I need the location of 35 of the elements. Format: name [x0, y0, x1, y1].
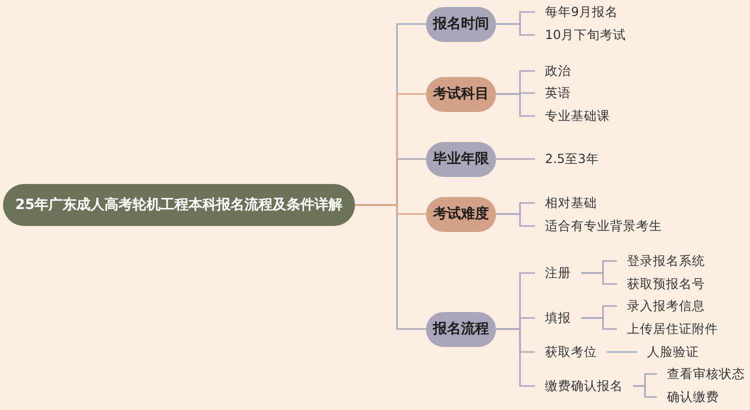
subtopic-text: 注册: [535, 263, 581, 283]
topic-pill: 毕业年限: [426, 142, 496, 176]
subtopic-text: 查看审核状态: [657, 364, 750, 384]
connector-line: [355, 204, 426, 215]
subtopic-text: 英语: [535, 83, 581, 103]
topic-pill: 报名流程: [426, 312, 496, 346]
connector-line: [496, 23, 535, 36]
subtopic-text: 每年9月报名: [535, 2, 628, 22]
subtopic-text: 适合有专业背景考生: [535, 216, 672, 236]
subtopic-text: 获取考位: [535, 342, 607, 362]
subtopic-text: 10月下旬考试: [535, 25, 636, 45]
subtopic-text: 获取预报名号: [617, 274, 715, 294]
connector-line: [496, 158, 535, 160]
subtopic-text: 相对基础: [535, 193, 607, 213]
subtopic-text: 登录报名系统: [617, 251, 715, 271]
subtopic-text: 缴费确认报名: [535, 376, 633, 396]
connector-line: [633, 385, 657, 398]
topic-pill: 考试科目: [426, 76, 496, 112]
connector-line: [496, 213, 535, 227]
topic-pill: 考试难度: [426, 196, 496, 232]
central-topic: 25年广东成人高考轮机工程本科报名流程及条件详解: [3, 184, 355, 226]
subtopic-text: 政治: [535, 61, 581, 81]
connector-line: [496, 328, 535, 387]
connector-line: [496, 93, 535, 117]
connector-line: [581, 317, 617, 330]
subtopic-text: 确认缴费: [657, 387, 729, 407]
subtopic-text: 填报: [535, 308, 581, 328]
connector-line: [581, 272, 617, 285]
subtopic-text: 人脸验证: [637, 342, 709, 362]
connector-line: [607, 351, 637, 353]
subtopic-text: 专业基础课: [535, 106, 620, 126]
subtopic-text: 2.5至3年: [535, 149, 609, 169]
subtopic-text: 上传居住证附件: [617, 319, 728, 339]
subtopic-text: 录入报考信息: [617, 296, 715, 316]
topic-pill: 报名时间: [426, 6, 496, 42]
